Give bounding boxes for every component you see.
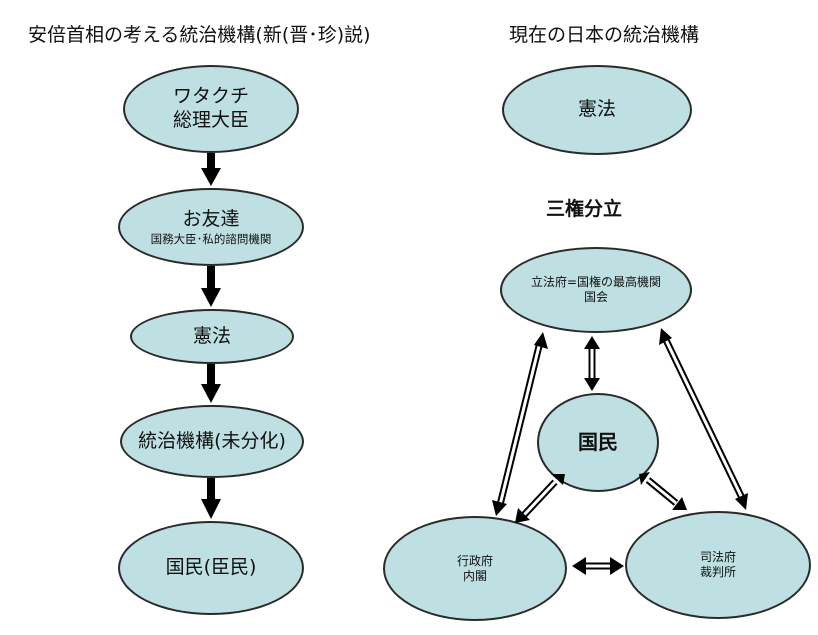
arrow-naikaku-saibansho <box>572 557 624 575</box>
node-sublabel: 国務大臣･私的諮問機関 <box>150 231 272 246</box>
node-kenpo-left: 憲法 <box>130 309 294 364</box>
arrow-kokkai-saibansho <box>659 328 748 510</box>
node-label: 国民(臣民) <box>165 556 257 579</box>
down-arrow-2 <box>201 266 221 307</box>
down-arrow-1 <box>201 153 221 186</box>
node-label: ワタクチ <box>172 85 249 108</box>
node-label: 統治機構(未分化) <box>138 429 286 452</box>
node-kenpo-right: 憲法 <box>502 65 692 155</box>
node-label: 司法府 <box>699 550 736 564</box>
down-arrow-3 <box>201 364 221 403</box>
node-label: 国民 <box>578 430 618 454</box>
arrow-kokkai-kokumin <box>584 336 600 391</box>
arrow-kokumin-saibansho <box>639 472 687 510</box>
node-label: 行政府 <box>456 553 493 568</box>
node-kokumin-shinmin: 国民(臣民) <box>118 521 304 615</box>
node-label: 憲法 <box>192 324 231 347</box>
arrow-kokkai-naikaku <box>492 332 548 516</box>
right-diagram-title: 現在の日本の統治機構 <box>509 24 700 46</box>
node-rippo-kokkai: 立法府=国権の最高機関 国会 <box>500 247 692 333</box>
node-sublabel: 総理大臣 <box>172 109 249 131</box>
left-diagram-title: 安倍首相の考える統治機構(新(晋･珍)説) <box>28 24 371 46</box>
node-otomodachi: お友達 国務大臣･私的諮問機関 <box>118 188 304 266</box>
down-arrow-4 <box>201 478 221 519</box>
node-label: 立法府=国権の最高機関 <box>530 275 662 289</box>
node-sublabel: 裁判所 <box>699 565 736 579</box>
sanken-bunritsu-heading: 三権分立 <box>546 198 623 220</box>
node-sublabel: 国会 <box>583 290 608 304</box>
node-watakuchi-pm: ワタクチ 総理大臣 <box>123 65 299 153</box>
node-gyosei-naikaku: 行政府 内閣 <box>383 516 567 621</box>
node-sublabel: 内閣 <box>462 568 487 583</box>
node-tochi-kiko: 統治機構(未分化) <box>120 405 304 478</box>
node-label: 憲法 <box>577 98 616 121</box>
node-label: お友達 <box>182 207 240 230</box>
node-shiho-saibansho: 司法府 裁判所 <box>625 511 811 619</box>
arrow-kokumin-naikaku <box>515 474 565 523</box>
